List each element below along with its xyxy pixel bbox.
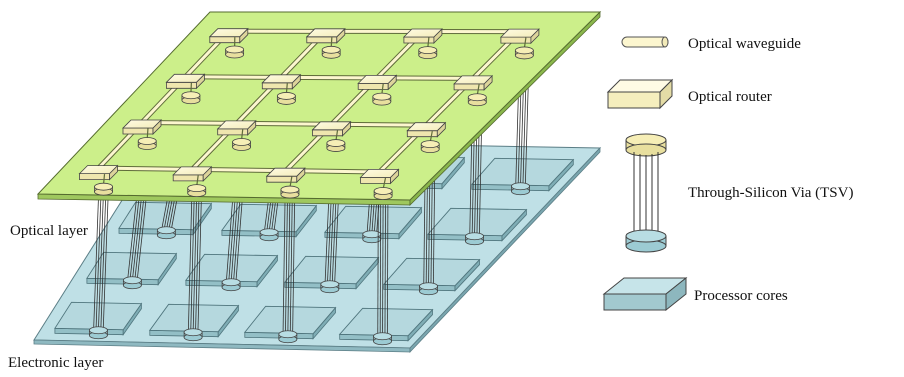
- tsv-disk: [182, 92, 200, 99]
- tsv-disk: [226, 46, 244, 53]
- tsv-disk: [374, 187, 392, 194]
- tsv-pad: [184, 329, 202, 336]
- tsv-disk: [373, 93, 391, 100]
- tsv-disk: [327, 140, 345, 147]
- tsv-pad: [89, 327, 107, 334]
- legend-tsv-icon: [626, 134, 666, 252]
- legend-core-icon: [604, 278, 686, 310]
- tsv-pad: [279, 331, 297, 338]
- tsv-pad: [374, 333, 392, 340]
- tsv-pad: [222, 279, 240, 286]
- optical-layer-label: Optical layer: [10, 223, 88, 239]
- electronic-layer-label: Electronic layer: [8, 355, 103, 371]
- legend-core-label: Processor cores: [694, 288, 788, 304]
- tsv-disk: [95, 183, 113, 190]
- tsv-disk: [515, 47, 533, 54]
- tsv-disk: [281, 186, 299, 193]
- legend: Optical waveguide Optical router Through…: [604, 36, 853, 310]
- tsv-disk: [322, 46, 340, 53]
- tsv-pad: [321, 281, 339, 288]
- legend-router-icon: [608, 80, 672, 108]
- legend-waveguide-icon: [622, 37, 668, 47]
- tsv-disk: [419, 47, 437, 54]
- tsv-pad: [260, 229, 278, 236]
- tsv-disk: [277, 92, 295, 99]
- legend-tsv-label: Through-Silicon Via (TSV): [688, 185, 853, 201]
- legend-router-label: Optical router: [688, 89, 772, 105]
- tsv-disk: [468, 94, 486, 101]
- tsv-disk: [188, 185, 206, 192]
- tsv-pad: [123, 277, 141, 284]
- tsv-pad: [420, 283, 438, 290]
- tsv-pad: [157, 227, 175, 234]
- legend-waveguide-label: Optical waveguide: [688, 36, 801, 52]
- tsv-disk: [138, 137, 156, 144]
- tsv-pad: [466, 233, 484, 240]
- tsv-disk: [233, 139, 251, 146]
- tsv-pad: [511, 183, 529, 190]
- tsv-disk: [421, 141, 439, 148]
